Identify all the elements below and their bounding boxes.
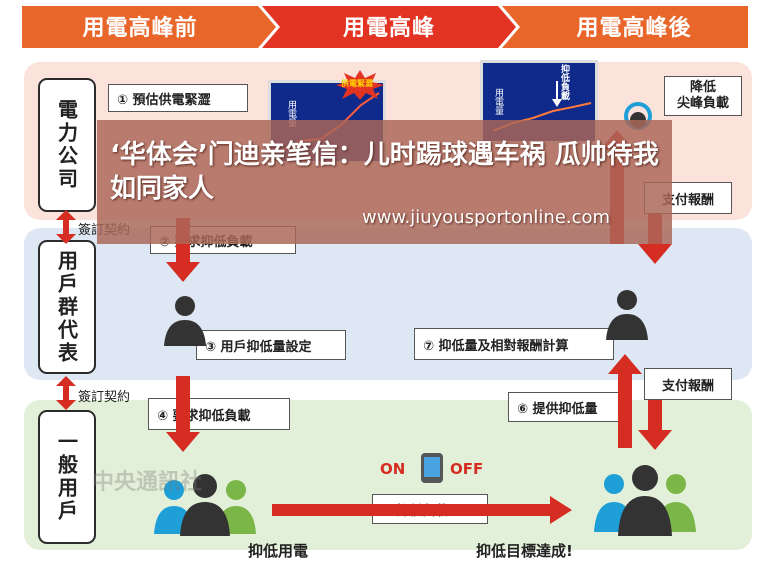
- arrow-reduce-load: [272, 496, 572, 524]
- arrow-utility-to-aggregator: [166, 218, 200, 282]
- overlay-banner: [97, 120, 672, 244]
- phase-after-label: 用電高峰後: [576, 16, 692, 41]
- household-group-icon: [154, 474, 256, 536]
- phase-header: [22, 6, 748, 48]
- reduce-load-text: 抑低負載: [559, 64, 569, 100]
- reduce-power-caption: 抑低用電: [248, 542, 309, 560]
- axis-usage-1: 用電量: [286, 100, 296, 127]
- contract-arrow-2: [56, 376, 76, 410]
- overlay-title: ‘华体会’门迪亲笔信：儿时踢球遇车祸 瓜帅待我如同家人: [110, 140, 659, 204]
- peak-reduce-box: 降低 尖峰負載: [664, 76, 742, 116]
- row-label-utility: 電力公司: [38, 78, 96, 212]
- on-label: ON: [380, 460, 406, 478]
- supply-tight-burst: [336, 70, 384, 100]
- phase-chevron-after: [502, 6, 748, 48]
- aggregator-person-icon: [164, 296, 206, 346]
- phase-peak-label: 用電高峰: [342, 16, 435, 41]
- phase-chevron-peak: [262, 6, 516, 48]
- phase-chevron-before: [22, 6, 276, 48]
- supply-tight-text: 供電緊澀: [341, 79, 373, 88]
- contract-label-2: 簽訂契約: [78, 390, 131, 405]
- arrow-household-to-aggregator: [608, 354, 642, 448]
- arrow-payment-to-household: [638, 400, 672, 450]
- aggregator-person-icon-2: [606, 290, 648, 340]
- axis-usage-2: 用電量: [493, 88, 503, 115]
- off-label: OFF: [450, 460, 484, 478]
- overlay-url: www.jiuyousportonline.com: [362, 207, 611, 228]
- phase-before-label: 用電高峰前: [82, 16, 198, 41]
- household-group-icon-2: [594, 465, 696, 536]
- step-6-box: ⑥ 提供抑低量: [508, 392, 628, 422]
- row-label-aggregator: 用戶群代表: [38, 240, 96, 374]
- row-label-household: 一般用戶: [38, 410, 96, 544]
- target-reached-caption: 抑低目標達成!: [476, 542, 573, 560]
- payment-box-2: 支付報酬: [644, 368, 732, 400]
- phone-switch-icon: [421, 453, 443, 483]
- contract-arrow-1: [56, 210, 76, 244]
- arrow-aggregator-to-household: [166, 376, 200, 452]
- step-1-box: ① 預估供電緊澀: [108, 84, 248, 112]
- step-7-box: ⑦ 抑低量及相對報酬計算: [414, 328, 614, 360]
- step-3-box: ③ 用戶抑低量設定: [196, 330, 346, 360]
- watermark: 中央通訊社: [92, 470, 203, 495]
